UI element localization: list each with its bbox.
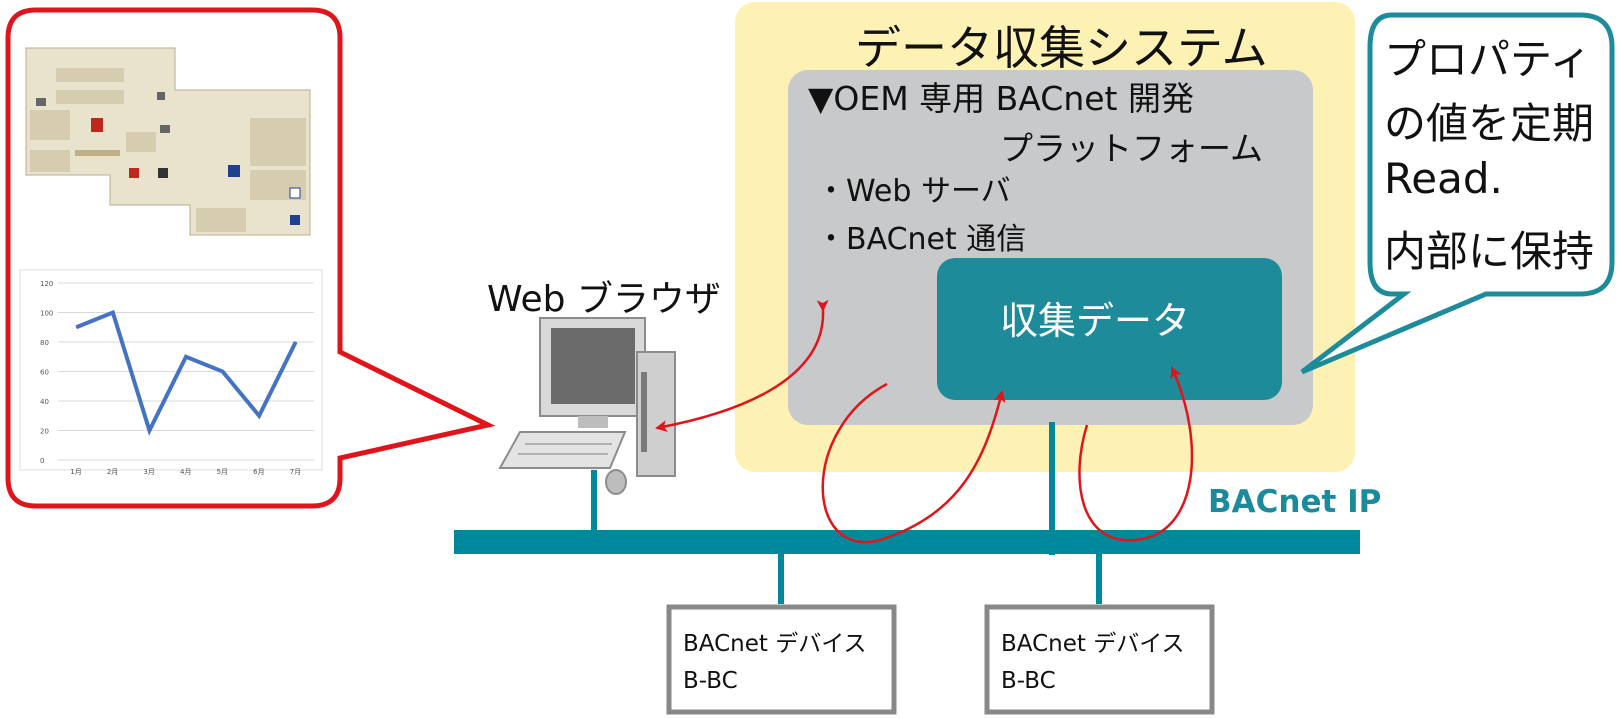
device-1-model: B-BC — [683, 668, 738, 694]
chart-x-tick-label: 6月 — [253, 468, 264, 476]
system-network-drop — [1049, 422, 1055, 555]
bacnet-ip-bus — [454, 530, 1360, 554]
chart-data-point — [222, 371, 224, 372]
collected-data-box — [937, 258, 1282, 400]
browser-system-arrow — [655, 299, 829, 433]
chart-data-point — [148, 430, 150, 431]
device-1-network-drop — [778, 554, 784, 604]
chart-y-tick-label: 120 — [40, 280, 53, 288]
chart-x-tick-label: 2月 — [107, 468, 118, 476]
callout-line-2: の値を定期 — [1384, 99, 1595, 148]
floor-map-icon — [20, 40, 315, 236]
device-2-name: BACnet デバイス — [1001, 631, 1185, 657]
system-title: データ収集システム — [855, 21, 1268, 75]
line-chart: 0 20 40 60 80 100 120 1月 2月 3月 4月 5月 6月 7月 — [40, 280, 314, 476]
chart-x-tick-label: 1月 — [70, 468, 81, 476]
collected-data-label: 収集データ — [1000, 299, 1191, 343]
chart-x-tick-label: 3月 — [143, 468, 154, 476]
feature-web-server: ・Web サーバ — [816, 174, 1011, 209]
callout-line-3: Read. — [1384, 154, 1503, 203]
platform-title-line2: プラットフォーム — [1000, 129, 1264, 168]
property-read-callout — [1300, 12, 1615, 375]
feature-bacnet-comm: ・BACnet 通信 — [816, 222, 1027, 257]
chart-y-tick-label: 20 — [40, 428, 49, 436]
platform-title-line1: ▼OEM 専用 BACnet 開発 — [808, 79, 1194, 118]
callout-line-1: プロパティ — [1384, 35, 1592, 84]
chart-data-point — [258, 415, 260, 417]
chart-y-tick-label: 0 — [40, 457, 44, 465]
network-label: BACnet IP — [1208, 484, 1382, 520]
chart-y-tick-label: 40 — [40, 398, 49, 406]
read-request-arrow — [821, 382, 1006, 544]
browser-label: Web ブラウザ — [487, 279, 721, 320]
chart-x-tick-label: 7月 — [290, 468, 301, 476]
chart-data-point — [112, 312, 114, 313]
chart-y-tick-label: 80 — [40, 339, 49, 347]
bacnet-device-2-box — [984, 604, 1215, 715]
device-2-network-drop — [1096, 554, 1102, 604]
chart-frame — [19, 269, 323, 471]
bacnet-device-1-box — [666, 604, 897, 715]
chart-x-tick-label: 4月 — [180, 468, 191, 476]
chart-x-tick-label: 5月 — [217, 468, 228, 476]
device-2-model: B-BC — [1001, 668, 1056, 694]
chart-y-tick-label: 60 — [40, 369, 49, 377]
browser-network-drop — [591, 470, 597, 532]
chart-data-point — [295, 341, 297, 343]
read-response-arrow — [1078, 366, 1194, 542]
chart-data-point — [75, 326, 77, 328]
chart-data-point — [185, 356, 187, 358]
chart-y-tick-label: 100 — [40, 310, 53, 318]
computer-icon — [498, 317, 676, 495]
callout-line-4: 内部に保持 — [1384, 227, 1595, 276]
device-1-name: BACnet デバイス — [683, 631, 867, 657]
